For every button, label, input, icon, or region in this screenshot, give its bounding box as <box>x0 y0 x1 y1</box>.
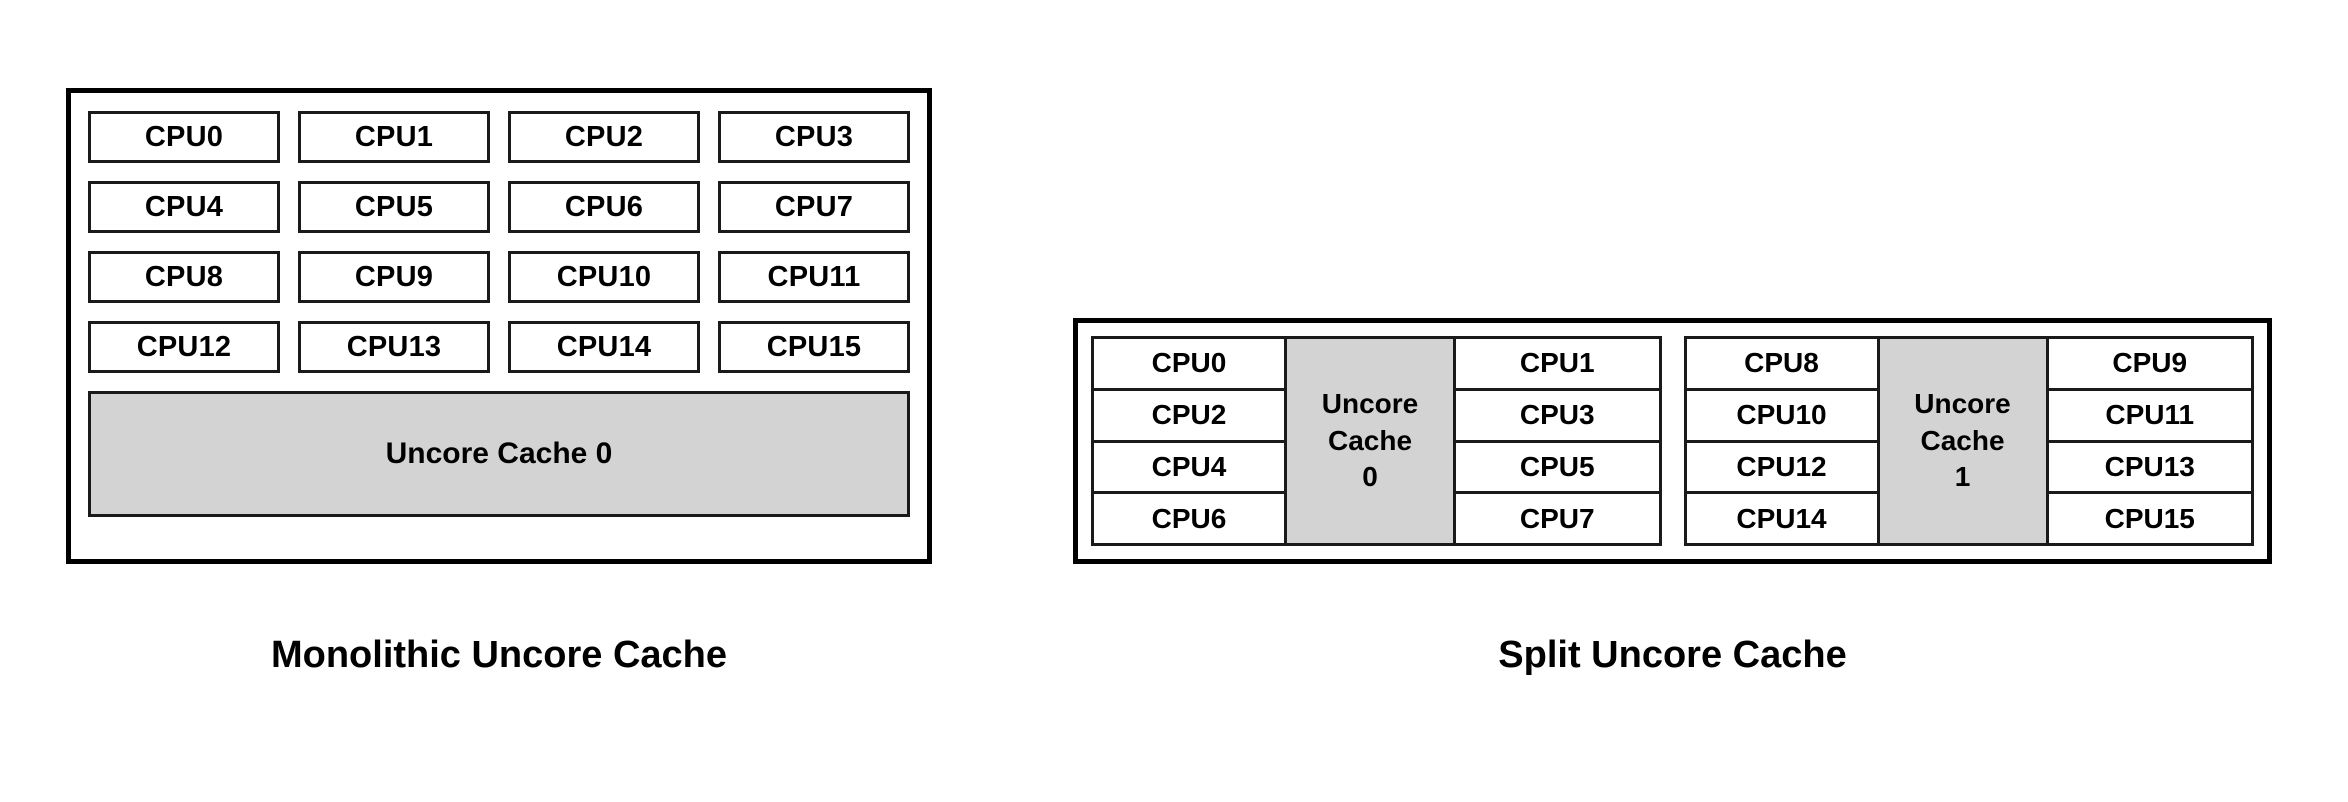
monolithic-inner-content: CPU0 CPU1 CPU2 CPU3 CPU4 CPU5 CPU6 CPU7 … <box>88 111 910 541</box>
uncore-cache-0-line-3: 0 <box>1362 461 1378 493</box>
monolithic-package-box: CPU0 CPU1 CPU2 CPU3 CPU4 CPU5 CPU6 CPU7 … <box>66 88 932 564</box>
split-half-0-right-column: CPU1 CPU3 CPU5 CPU7 <box>1456 339 1659 543</box>
cpu-box: CPU1 <box>298 111 490 163</box>
split-half-1-left-column: CPU8 CPU10 CPU12 CPU14 <box>1686 339 1877 543</box>
uncore-cache-block: Uncore Cache 0 <box>88 391 910 517</box>
cpu-box: CPU2 <box>1094 390 1284 443</box>
split-inner-content: CPU0 CPU2 CPU4 CPU6 Uncore Cache 0 CPU1 … <box>1091 336 2254 546</box>
cpu-box: CPU9 <box>2048 339 2251 391</box>
cpu-box: CPU7 <box>1456 494 1659 543</box>
cpu-box: CPU0 <box>88 111 280 163</box>
cpu-box: CPU10 <box>1686 390 1877 443</box>
split-half-0: CPU0 CPU2 CPU4 CPU6 Uncore Cache 0 CPU1 … <box>1091 336 1662 546</box>
cpu-box: CPU2 <box>508 111 700 163</box>
cpu-box: CPU15 <box>2048 494 2251 543</box>
cpu-box: CPU8 <box>88 251 280 303</box>
cpu-box: CPU11 <box>2048 390 2251 443</box>
cpu-box: CPU6 <box>1094 494 1284 543</box>
uncore-cache-block-0: Uncore Cache 0 <box>1284 339 1456 543</box>
cpu-box: CPU11 <box>718 251 910 303</box>
cpu-box: CPU14 <box>1686 494 1877 543</box>
uncore-cache-block-1: Uncore Cache 1 <box>1876 339 2049 543</box>
cpu-box: CPU12 <box>1686 442 1877 495</box>
cpu-box: CPU3 <box>718 111 910 163</box>
uncore-cache-0-line-1: Uncore <box>1321 387 1419 419</box>
cpu-box: CPU14 <box>508 321 700 373</box>
cpu-box: CPU5 <box>1456 442 1659 495</box>
uncore-cache-1-line-3: 1 <box>1954 461 1971 493</box>
cpu-box: CPU4 <box>88 181 280 233</box>
split-half-1: CPU8 CPU10 CPU12 CPU14 Uncore Cache 1 CP… <box>1683 336 2254 546</box>
cpu-box: CPU9 <box>298 251 490 303</box>
cpu-box: CPU0 <box>1094 339 1284 391</box>
uncore-cache-0-line-2: Cache <box>1327 424 1413 456</box>
split-half-0-left-column: CPU0 CPU2 CPU4 CPU6 <box>1094 339 1284 543</box>
cpu-box: CPU8 <box>1686 339 1877 391</box>
split-package-box: CPU0 CPU2 CPU4 CPU6 Uncore Cache 0 CPU1 … <box>1073 318 2272 564</box>
cpu-box: CPU7 <box>718 181 910 233</box>
cpu-box: CPU13 <box>298 321 490 373</box>
cpu-box: CPU1 <box>1456 339 1659 391</box>
cpu-box: CPU4 <box>1094 442 1284 495</box>
cpu-box: CPU15 <box>718 321 910 373</box>
cpu-box: CPU5 <box>298 181 490 233</box>
cpu-box: CPU6 <box>508 181 700 233</box>
uncore-cache-1-line-2: Cache <box>1920 424 2005 456</box>
cpu-box: CPU12 <box>88 321 280 373</box>
uncore-cache-1-line-1: Uncore <box>1914 387 2011 419</box>
cpu-box: CPU13 <box>2048 442 2251 495</box>
split-half-1-right-column: CPU9 CPU11 CPU13 CPU15 <box>2048 339 2251 543</box>
monolithic-cpu-grid: CPU0 CPU1 CPU2 CPU3 CPU4 CPU5 CPU6 CPU7 … <box>88 111 910 373</box>
split-caption: Split Uncore Cache <box>1498 634 1847 676</box>
monolithic-caption: Monolithic Uncore Cache <box>270 634 728 676</box>
cpu-box: CPU3 <box>1456 390 1659 443</box>
cpu-box: CPU10 <box>508 251 700 303</box>
